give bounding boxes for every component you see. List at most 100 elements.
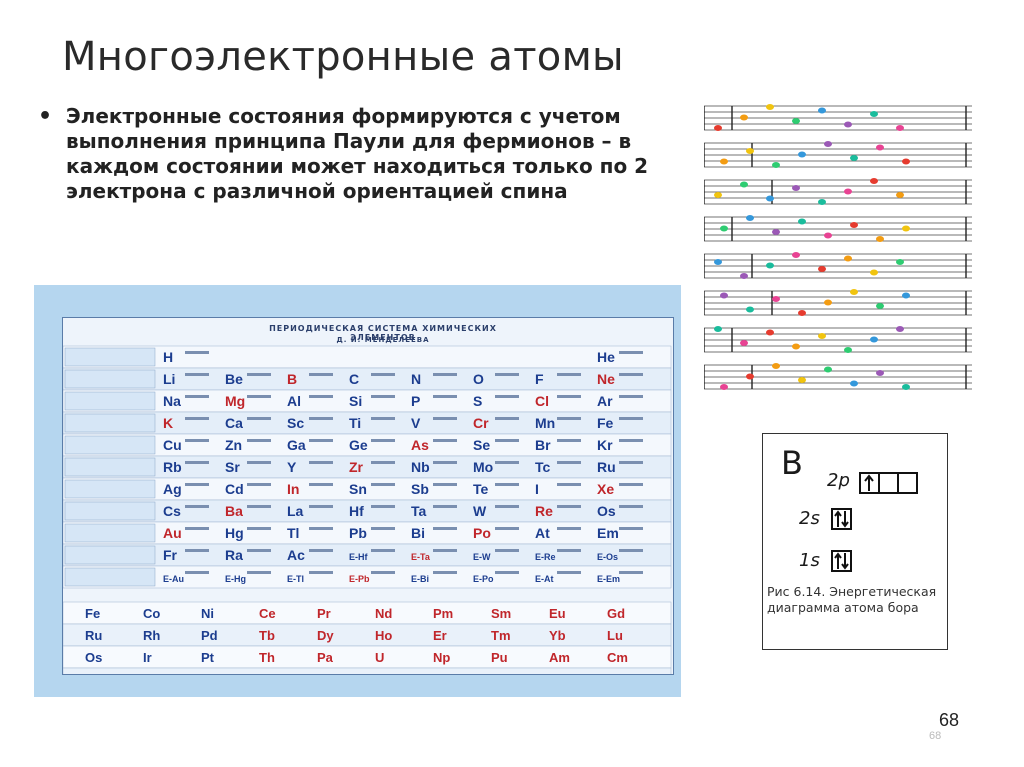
element-detail-mark (495, 505, 519, 508)
element-symbol: Pu (491, 650, 508, 665)
music-note (818, 199, 826, 205)
element-symbol: Eu (549, 606, 566, 621)
element-symbol: Pm (433, 606, 453, 621)
element-detail-mark (495, 549, 519, 552)
element-detail-mark (371, 417, 395, 420)
element-detail-mark (557, 483, 581, 486)
orbital-2p-2 (878, 472, 899, 494)
music-note (766, 329, 774, 336)
element-symbol: Cd (225, 481, 244, 497)
music-note (870, 178, 878, 184)
element-symbol: Co (143, 606, 160, 621)
element-detail-mark (247, 461, 271, 464)
element-symbol: Ni (201, 606, 214, 621)
element-symbol: Os (597, 503, 616, 519)
element-symbol: Th (259, 650, 275, 665)
element-symbol: Pr (317, 606, 331, 621)
music-note (896, 125, 904, 131)
pt-row-index (64, 435, 156, 455)
music-note (766, 195, 774, 202)
element-symbol: E-Ta (411, 552, 431, 562)
element-detail-mark (309, 395, 333, 398)
element-symbol: S (473, 393, 482, 409)
spin-pair-arrows-icon (834, 552, 849, 570)
element-detail-mark (309, 549, 333, 552)
element-symbol: O (473, 371, 484, 387)
element-detail-mark (495, 439, 519, 442)
element-detail-mark (557, 417, 581, 420)
page-number-footer: 68 (929, 730, 942, 742)
spin-up-arrow-icon (864, 474, 874, 491)
element-detail-mark (557, 505, 581, 508)
element-detail-mark (433, 527, 457, 530)
element-detail-mark (247, 373, 271, 376)
element-symbol: B (287, 371, 297, 387)
music-note (772, 363, 780, 369)
element-symbol: Ta (411, 503, 427, 519)
element-detail-mark (433, 461, 457, 464)
element-symbol: U (375, 650, 384, 665)
music-note (772, 296, 780, 302)
element-detail-mark (371, 549, 395, 552)
music-note (720, 384, 728, 390)
pt-row-index (64, 479, 156, 499)
element-symbol: In (287, 481, 299, 497)
periodic-table-image: ПЕРИОДИЧЕСКАЯ СИСТЕМА ХИМИЧЕСКИХ ЭЛЕМЕНТ… (34, 285, 681, 697)
music-note (714, 192, 722, 198)
element-symbol: Bi (411, 525, 425, 541)
element-symbol: Er (433, 628, 447, 643)
music-note (714, 259, 722, 265)
music-note (850, 155, 858, 161)
element-symbol: Ti (349, 415, 361, 431)
element-detail-mark (185, 549, 209, 552)
music-note (876, 144, 884, 151)
element-symbol: Mo (473, 459, 493, 475)
element-symbol: Dy (317, 628, 334, 643)
music-note (746, 148, 754, 154)
pt-row-index (64, 391, 156, 411)
element-symbol: Zn (225, 437, 242, 453)
boron-symbol: B (781, 444, 803, 482)
element-detail-mark (247, 571, 271, 574)
element-detail-mark (371, 373, 395, 376)
bohr-diagram-caption: Рис 6.14. Энергетическая диаграмма атома… (767, 584, 937, 615)
element-symbol: Cs (163, 503, 181, 519)
element-symbol: No (549, 672, 566, 674)
element-detail-mark (309, 571, 333, 574)
element-detail-mark (495, 395, 519, 398)
music-note (824, 299, 832, 306)
orbital-1s (831, 550, 852, 572)
element-symbol: Se (473, 437, 490, 453)
element-symbol: Ca (225, 415, 243, 431)
element-symbol: As (411, 437, 429, 453)
pt-row-index (64, 369, 156, 389)
pt-row-index (64, 523, 156, 543)
element-symbol: Ir (143, 650, 152, 665)
element-symbol: E-Em (597, 574, 620, 584)
music-note (844, 121, 852, 128)
element-detail-mark (495, 373, 519, 376)
music-note (850, 222, 858, 228)
element-symbol: Es (375, 672, 391, 674)
element-symbol: Yb (549, 628, 566, 643)
element-symbol: E-Os (597, 552, 618, 562)
element-detail-mark (247, 417, 271, 420)
element-symbol: E-Bi (411, 574, 429, 584)
periodic-table-grid: ПЕРИОДИЧЕСКАЯ СИСТЕМА ХИМИЧЕСКИХ ЭЛЕМЕНТ… (62, 317, 674, 675)
element-symbol: Be (225, 371, 243, 387)
music-note (896, 259, 904, 265)
music-note (818, 107, 826, 114)
element-symbol: Ac (287, 547, 305, 563)
element-symbol: Zr (349, 459, 364, 475)
element-detail-mark (309, 461, 333, 464)
element-detail-mark (309, 373, 333, 376)
element-symbol: Os (85, 650, 102, 665)
element-detail-mark (371, 439, 395, 442)
element-symbol: Sm (491, 606, 511, 621)
music-note (792, 252, 800, 258)
element-detail-mark (433, 505, 457, 508)
element-detail-mark (433, 373, 457, 376)
music-note (740, 273, 748, 279)
element-symbol: Cm (607, 650, 628, 665)
element-detail-mark (619, 505, 643, 508)
